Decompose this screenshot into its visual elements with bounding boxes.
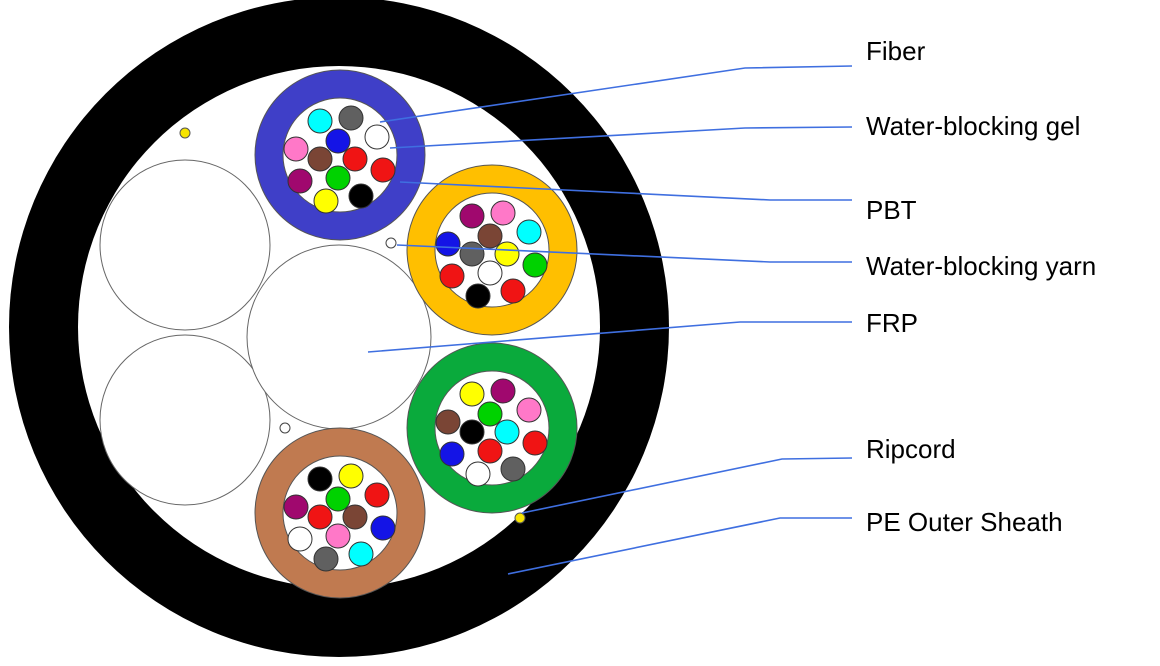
fiber-red	[342, 146, 368, 172]
fiber-grey	[313, 546, 339, 572]
fiber-black	[307, 466, 333, 492]
fiber-pink	[325, 523, 351, 549]
fiber-blue	[325, 128, 351, 154]
filler-rod	[99, 159, 271, 331]
label-pbt: PBT	[866, 195, 917, 225]
leader-line-yarn	[396, 244, 852, 263]
fiber-pink	[516, 397, 542, 423]
fiber-yellow	[459, 381, 485, 407]
fiber-grey	[338, 105, 364, 131]
fiber-brown	[307, 146, 333, 172]
fiber-white	[364, 124, 390, 150]
leader-line-pbt	[399, 181, 852, 201]
fiber-pink	[490, 200, 516, 226]
fiber-red	[477, 438, 503, 464]
fiber-pink	[283, 136, 309, 162]
fiber-green	[325, 165, 351, 191]
leader-line-gel	[389, 126, 853, 149]
label-water-blocking-gel: Water-blocking gel	[866, 111, 1080, 141]
fiber-grey	[500, 456, 526, 482]
leader-line-fiber	[379, 65, 853, 123]
fiber-red	[500, 278, 526, 304]
fiber-white	[477, 260, 503, 286]
fiber-red	[364, 482, 390, 508]
fiber-violet	[283, 494, 309, 520]
ripcord-marker	[179, 127, 191, 139]
filler-rod	[99, 334, 271, 506]
leader-lines	[367, 65, 853, 575]
water-blocking-yarn	[279, 422, 291, 434]
fiber-white	[465, 461, 491, 487]
fiber-red	[439, 263, 465, 289]
fiber-blue	[435, 231, 461, 257]
fiber-black	[465, 283, 491, 309]
fiber-red	[522, 430, 548, 456]
fiber-aqua	[494, 419, 520, 445]
fiber-yellow	[494, 241, 520, 267]
fiber-blue	[439, 441, 465, 467]
label-pe-outer-sheath: PE Outer Sheath	[866, 507, 1063, 537]
fiber-green	[325, 486, 351, 512]
leader-line-sheath	[507, 517, 852, 575]
label-frp: FRP	[866, 308, 918, 338]
fiber-red	[307, 504, 333, 530]
fiber-white	[287, 526, 313, 552]
leader-line-ripcord	[521, 457, 853, 514]
fiber-yellow	[313, 188, 339, 214]
fiber-black	[459, 419, 485, 445]
fiber-brown	[477, 223, 503, 249]
water-blocking-yarn	[385, 237, 397, 249]
fiber-grey	[459, 241, 485, 267]
ripcord-marker	[514, 512, 526, 524]
leader-line-frp	[367, 321, 852, 353]
fiber-blue	[370, 515, 396, 541]
fiber-aqua	[348, 541, 374, 567]
label-water-blocking-yarn: Water-blocking yarn	[866, 251, 1096, 281]
fiber-violet	[287, 168, 313, 194]
fiber-brown	[435, 409, 461, 435]
tube-green	[406, 342, 578, 514]
fiber-aqua	[307, 108, 333, 134]
fiber-brown	[342, 504, 368, 530]
label-ripcord: Ripcord	[866, 434, 956, 464]
tube-brown	[254, 427, 426, 599]
fiber-violet	[490, 378, 516, 404]
frp-central-member	[246, 244, 432, 430]
fiber-green	[477, 401, 503, 427]
tube-blue	[254, 69, 426, 241]
fiber-green	[522, 252, 548, 278]
fiber-yellow	[338, 463, 364, 489]
fiber-black	[348, 183, 374, 209]
fiber-red	[370, 157, 396, 183]
fiber-violet	[459, 203, 485, 229]
fiber-aqua	[516, 219, 542, 245]
label-fiber: Fiber	[866, 36, 926, 66]
